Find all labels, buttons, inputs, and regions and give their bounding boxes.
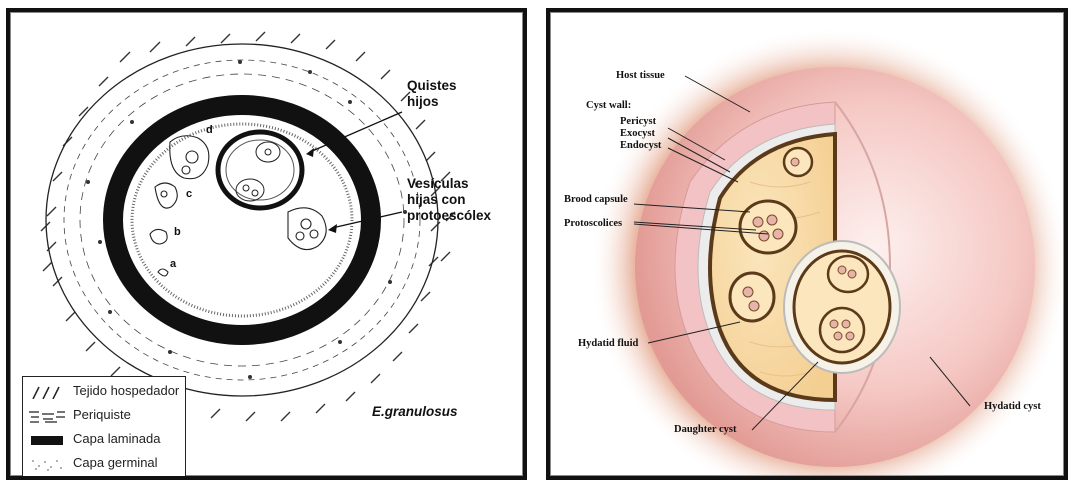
label-endocyst: Endocyst: [620, 140, 661, 152]
daughter-cyst: [784, 241, 900, 373]
label-hijas-con: hijas con: [407, 192, 466, 208]
stage-letter-b: b: [174, 226, 181, 238]
label-protoscolices: Protoscolices: [564, 218, 622, 230]
label-daughter-cyst: Daughter cyst: [674, 424, 737, 436]
label-hydatid-cyst: Hydatid cyst: [984, 401, 1041, 413]
label-host-tissue: Host tissue: [616, 70, 665, 82]
label-hijos: hijos: [407, 94, 439, 110]
label-vesiculas: Vesículas: [407, 176, 469, 192]
legend-box: Tejido hospedador Periquiste Capa lamina…: [22, 376, 186, 478]
laminated-layer-bar-icon: [27, 433, 67, 447]
label-quistes: Quistes: [407, 78, 457, 94]
legend-row-host-tissue: Tejido hospedador: [27, 381, 183, 403]
label-pericyst: Pericyst: [620, 116, 656, 128]
label-brood-capsule: Brood capsule: [564, 194, 628, 206]
label-hydatid-fluid: Hydatid fluid: [578, 338, 638, 350]
legend-row-germinal: Capa germinal: [27, 453, 183, 475]
legend-row-laminated: Capa laminada: [27, 429, 183, 451]
host-tissue-hatch-icon: [27, 385, 67, 399]
legend-label-laminated: Capa laminada: [73, 431, 160, 446]
stage-letter-d: d: [206, 124, 213, 136]
label-protoescolex: protoescólex: [407, 208, 491, 224]
legend-label-pericyst: Periquiste: [73, 407, 131, 422]
legend-label-germinal: Capa germinal: [73, 455, 158, 470]
left-diagram-panel: Quistes hijos Vesículas hijas con protoe…: [6, 8, 527, 480]
legend-label-host-tissue: Tejido hospedador: [73, 383, 179, 398]
germinal-layer-dots-icon: [27, 457, 67, 471]
legend-row-pericyst: Periquiste: [27, 405, 183, 427]
label-cyst-wall: Cyst wall:: [586, 100, 631, 112]
daughter-cyst: [218, 132, 302, 208]
stage-letter-c: c: [186, 188, 192, 200]
right-diagram-panel: Host tissue Cyst wall: Pericyst Exocyst …: [546, 8, 1068, 480]
pericyst-dashes-icon: [27, 409, 67, 423]
label-exocyst: Exocyst: [620, 128, 655, 140]
stage-letter-a: a: [170, 258, 176, 270]
species-label: E.granulosus: [372, 404, 458, 419]
